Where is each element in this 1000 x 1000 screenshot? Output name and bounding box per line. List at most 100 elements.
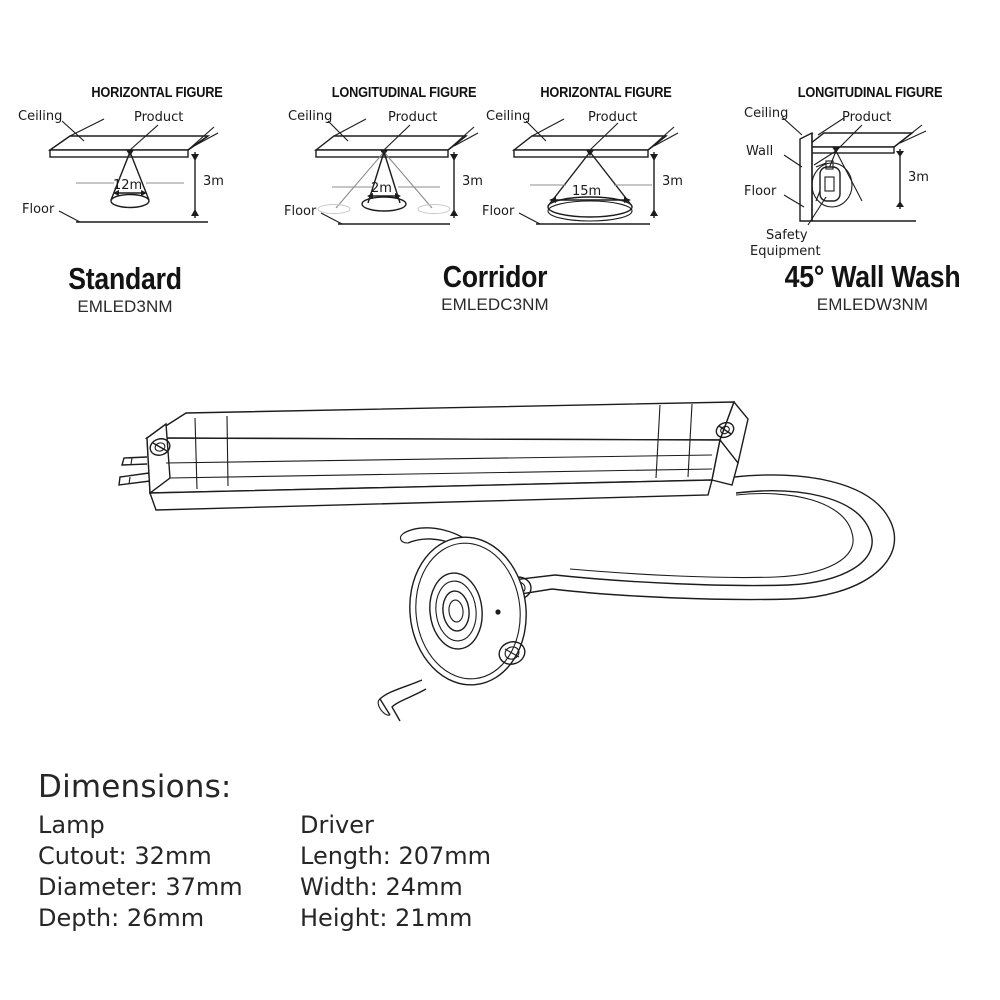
beam-cone bbox=[110, 151, 150, 209]
label-safety-line2: Equipment bbox=[750, 244, 821, 259]
wall-slab bbox=[799, 131, 813, 222]
dimensions-block: Dimensions: Lamp Cutout: 32mm Diameter: … bbox=[38, 768, 638, 934]
floor-line bbox=[783, 194, 916, 222]
standard-beam-diagram: Ceiling Product bbox=[18, 109, 224, 223]
driver-width: Width: 24mm bbox=[300, 873, 463, 901]
lamp-depth: Depth: 26mm bbox=[38, 904, 205, 932]
product-leader-line bbox=[589, 122, 679, 151]
family-title-standard: Standard EMLED3NM bbox=[10, 262, 240, 318]
family-code: EMLED3NM bbox=[77, 297, 173, 316]
family-name: Standard bbox=[68, 261, 182, 296]
label-ceiling: Ceiling bbox=[288, 109, 332, 124]
lamp-heading: Lamp bbox=[38, 811, 105, 839]
height-dimension bbox=[650, 152, 658, 218]
driver-screw-left bbox=[149, 438, 171, 456]
ceiling-leader-line bbox=[327, 118, 367, 142]
lamp-body bbox=[409, 536, 527, 686]
label-floor: Floor bbox=[22, 202, 55, 217]
driver-and-lamp-illustration bbox=[118, 400, 896, 722]
label-floor: Floor bbox=[284, 204, 317, 219]
led-driver-box bbox=[118, 400, 749, 511]
height-dimension bbox=[450, 152, 458, 218]
label-ceiling: Ceiling bbox=[744, 106, 788, 121]
lamp-diameter: Diameter: 37mm bbox=[38, 873, 243, 901]
label-product: Product bbox=[842, 110, 891, 125]
driver-dimensions-column: Driver Length: 207mm Width: 24mm Height:… bbox=[300, 810, 600, 934]
family-name: Corridor bbox=[442, 259, 548, 294]
ceiling-leader-line bbox=[61, 118, 105, 142]
wall-leader-line bbox=[783, 154, 803, 168]
label-wall: Wall bbox=[746, 144, 773, 159]
panel-corridor-horizontal: HORIZONTAL FIGURE Ceiling Product bbox=[482, 85, 722, 245]
driver-length: Length: 207mm bbox=[300, 842, 492, 870]
lamp-lens-rings bbox=[429, 572, 483, 650]
lamp-dimensions-column: Lamp Cutout: 32mm Diameter: 37mm Depth: … bbox=[38, 810, 300, 934]
label-height: 3m bbox=[908, 170, 929, 185]
lamp-side-connector bbox=[498, 641, 526, 665]
family-code: EMLEDC3NM bbox=[441, 295, 549, 314]
label-safety-line1: Safety bbox=[766, 228, 808, 243]
family-title-wallwash: 45° Wall Wash EMLEDW3NM bbox=[735, 260, 1000, 316]
beam-cone bbox=[547, 151, 633, 222]
panel-header: LONGITUDINAL FIGURE bbox=[797, 85, 943, 101]
corridor-longitudinal-beam-diagram: Ceiling Product bbox=[284, 109, 483, 225]
ceiling-slab bbox=[511, 135, 669, 158]
label-beam-width: 2m bbox=[371, 181, 392, 196]
driver-wire-leads bbox=[118, 456, 151, 486]
family-code: EMLEDW3NM bbox=[816, 295, 929, 314]
ceiling-leader-line bbox=[781, 116, 845, 136]
family-name: 45° Wall Wash bbox=[784, 259, 961, 294]
height-dimension bbox=[191, 152, 199, 218]
width-dimension bbox=[332, 186, 440, 199]
dimensions-columns: Lamp Cutout: 32mm Diameter: 37mm Depth: … bbox=[38, 810, 638, 934]
ceiling-slab bbox=[47, 135, 211, 158]
dimensions-title: Dimensions: bbox=[38, 769, 232, 805]
label-floor: Floor bbox=[744, 184, 777, 199]
safety-leader-line bbox=[807, 196, 827, 226]
product-line-drawing bbox=[100, 385, 930, 722]
width-dimension bbox=[530, 184, 652, 203]
product-marker bbox=[832, 147, 840, 153]
label-floor: Floor bbox=[482, 204, 515, 219]
panel-header: LONGITUDINAL FIGURE bbox=[331, 85, 477, 101]
lamp-bezel bbox=[415, 542, 521, 680]
spring-clip-lower bbox=[377, 679, 427, 722]
product-leader-line bbox=[835, 124, 927, 152]
family-title-corridor: Corridor EMLEDC3NM bbox=[355, 260, 635, 316]
label-product: Product bbox=[588, 110, 637, 125]
panel-corridor-longitudinal: LONGITUDINAL FIGURE Ceiling Produc bbox=[284, 85, 520, 245]
wallwash-beam-diagram: Ceiling Wall Product bbox=[744, 106, 929, 259]
label-ceiling: Ceiling bbox=[18, 109, 62, 124]
corridor-horizontal-beam-diagram: Ceiling Product bbox=[482, 109, 683, 225]
label-product: Product bbox=[388, 110, 437, 125]
label-height: 3m bbox=[462, 174, 483, 189]
product-leader-line bbox=[129, 124, 219, 151]
floor-line bbox=[320, 212, 450, 225]
product-leader-line bbox=[383, 124, 479, 151]
output-cable bbox=[551, 474, 896, 601]
height-dimension bbox=[896, 149, 904, 209]
ceiling-slab bbox=[313, 135, 469, 158]
label-beam-width: 12m bbox=[113, 178, 142, 193]
driver-screw-right bbox=[715, 421, 735, 439]
panel-header: HORIZONTAL FIGURE bbox=[540, 85, 672, 101]
label-height: 3m bbox=[203, 174, 224, 189]
beam-pattern-panels: HORIZONTAL FIGURE Ceiling bbox=[0, 0, 1000, 340]
floor-line bbox=[58, 210, 208, 223]
panel-standard-horizontal: HORIZONTAL FIGURE Ceiling bbox=[18, 85, 296, 245]
lamp-cutout: Cutout: 32mm bbox=[38, 842, 212, 870]
panel-header: HORIZONTAL FIGURE bbox=[91, 85, 223, 101]
floor-line bbox=[518, 212, 650, 225]
lamp-head bbox=[377, 527, 556, 722]
ceiling-slab bbox=[803, 132, 915, 154]
safety-equipment-icon bbox=[811, 160, 853, 208]
label-height: 3m bbox=[662, 174, 683, 189]
status-led-dot bbox=[495, 609, 501, 615]
panel-wallwash-longitudinal: LONGITUDINAL FIGURE Ceiling bbox=[740, 85, 1000, 259]
wide-beam-spread bbox=[317, 151, 451, 214]
label-ceiling: Ceiling bbox=[486, 109, 530, 124]
width-dimension bbox=[76, 182, 184, 196]
label-beam-width: 15m bbox=[572, 184, 601, 199]
driver-height: Height: 21mm bbox=[300, 904, 473, 932]
